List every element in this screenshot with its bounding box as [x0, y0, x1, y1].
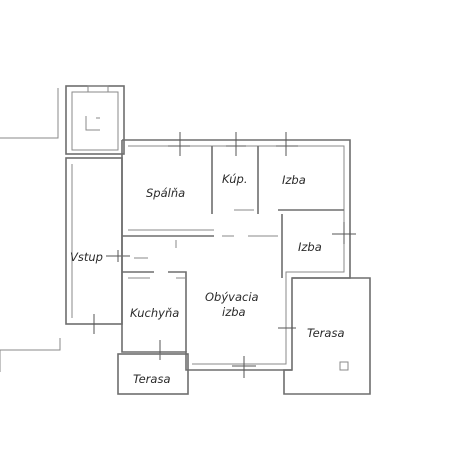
interior-walls	[122, 146, 344, 352]
entrance-block	[65, 157, 130, 334]
terraces	[117, 277, 371, 395]
room-label-bedroom: Spálňa	[146, 186, 185, 200]
ground-lines	[0, 88, 61, 372]
room-label-room-1: Izba	[282, 173, 306, 187]
room-label-living-line1: Obývacia	[205, 290, 259, 304]
window-markers	[159, 132, 356, 378]
room-label-room-2: Izba	[298, 240, 322, 254]
room-label-entrance: Vstup	[70, 250, 103, 264]
room-label-living-line2: izba	[222, 305, 246, 319]
upper-tower	[65, 85, 125, 155]
room-labels: Spálňa Kúp. Izba Izba Vstup Obývacia izb…	[70, 172, 345, 386]
room-label-terrace-bottom: Terasa	[133, 372, 171, 386]
room-label-terrace-right: Terasa	[307, 326, 345, 340]
room-label-bathroom: Kúp.	[222, 172, 247, 186]
room-label-kitchen: Kuchyňa	[130, 306, 179, 320]
